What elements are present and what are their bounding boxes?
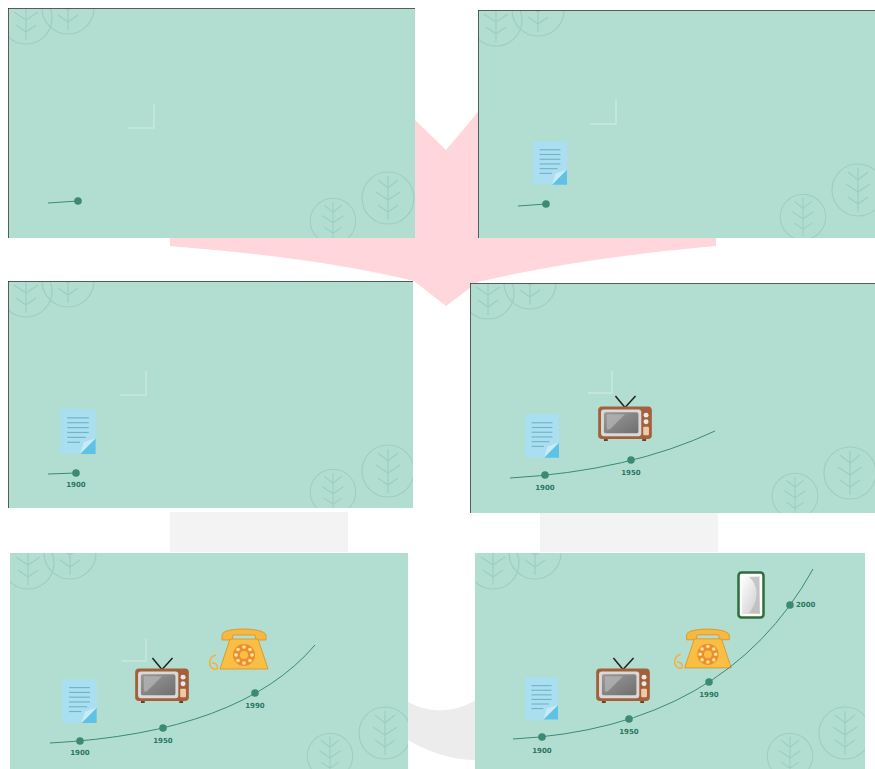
- year-label: 1990: [699, 692, 718, 699]
- year-label: 1950: [619, 729, 638, 736]
- year-label: 1900: [70, 750, 89, 757]
- year-label: 2000: [796, 602, 815, 609]
- year-label: 1900: [66, 482, 85, 489]
- year-label: 1950: [153, 738, 172, 745]
- year-label: 1950: [621, 470, 640, 477]
- year-label: 1900: [532, 748, 551, 755]
- year-label: 1990: [245, 703, 264, 710]
- year-label: 1900: [535, 485, 554, 492]
